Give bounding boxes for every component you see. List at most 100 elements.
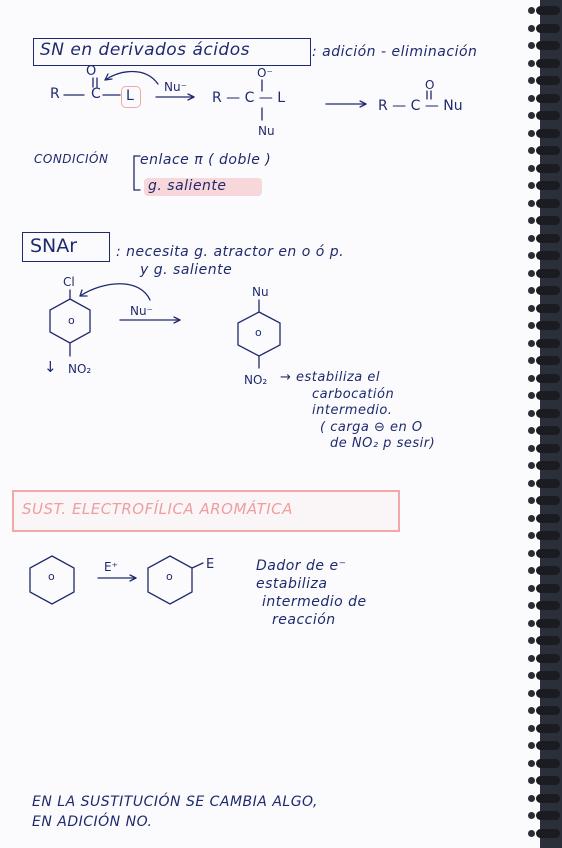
spiral-coil [536,181,560,190]
spiral-coil [536,636,560,645]
bond-E [191,562,204,569]
snar-product-bottom: NO₂ [244,373,268,387]
binding-hole [528,549,535,557]
spiral-coil [536,513,560,523]
binding-hole [528,322,535,329]
binding-hole [528,339,535,347]
spiral-coil [536,268,560,278]
spiral-coil [536,408,560,418]
condition-bracket [133,155,141,191]
binding-hole [528,287,535,294]
binding-hole [528,357,535,364]
binding-hole [528,602,535,609]
footer-line-1: EN LA SUSTITUCIÓN SE CAMBIA ALGO, [32,794,318,810]
binding-hole [528,24,535,32]
chemistry-sketch [29,70,432,605]
section1-subtitle: : adición - eliminación [312,44,478,60]
binding-hole [528,777,535,784]
reaction1-reagent: Nu⁻ [164,80,187,94]
spiral-coil [536,356,560,365]
spiral-coil [536,286,560,295]
spiral-coil [536,531,560,540]
binding-hole [528,234,535,242]
section2-title-box [22,232,110,262]
reactant-L: L [126,88,134,104]
spiral-coil [536,146,560,155]
binding-hole [528,812,535,819]
spiral-coil [536,93,560,103]
spiral-coil [536,758,560,768]
binding-hole [528,129,535,137]
reaction-arrow-1-head [187,93,195,101]
snar-explanation-2: carbocatión [312,387,395,402]
binding-hole [528,7,535,14]
binding-hole [528,269,535,277]
section2-note-1: : necesita g. atractor en o ó p. [116,244,345,260]
binding-hole [528,147,535,154]
snar-product-top: Nu [252,285,269,299]
sea-reagent: E⁺ [104,560,118,574]
spiral-coil [536,688,560,698]
spiral-coil [536,373,560,383]
binding-hole [528,724,535,732]
binding-hole [528,672,535,679]
snar-reaction-arrow-head [173,316,181,324]
snar-reactant-bottom: NO₂ [68,362,92,376]
binding-hole [528,217,535,224]
spiral-coil [536,828,560,838]
spiral-coil [536,583,560,593]
spiral-coil [536,128,560,138]
reactant-C: C [91,86,101,102]
spiral-coil [536,321,560,330]
curved-arrow-snar [79,283,151,301]
spiral-coil [536,58,560,68]
snar-reactant-top: Cl [63,275,75,289]
reaction-arrow-2-head [359,100,367,108]
sea-product-ring [147,555,193,605]
spiral-coil [536,426,560,435]
binding-hole [528,444,535,452]
spiral-coil [536,706,560,715]
snar-reactant-ring-label: o [68,314,75,327]
binding-hole [528,77,535,84]
intermediate-Nu: Nu [258,124,275,138]
spiral-coil [536,41,560,50]
binding-hole [528,654,535,662]
notebook-edge [540,0,562,848]
binding-hole [528,199,535,207]
binding-hole [528,427,535,434]
spiral-coil [536,601,560,610]
binding-hole [528,42,535,49]
snar-explanation-3: intermedio. [312,403,393,418]
spiral-coil [536,461,560,470]
sea-reactant-ring-label: o [48,570,55,583]
binding-hole [528,59,535,67]
binding-hole [528,619,535,627]
binding-hole [528,584,535,592]
product-chain: R — C — Nu [378,98,463,114]
notebook-page: SN en derivados ácidos : adición - elimi… [12,38,478,830]
spiral-coil [536,338,560,348]
leaving-group-highlight [121,86,141,108]
sea-reactant-ring [29,555,75,605]
spiral-coil [536,653,560,663]
spiral-coil [536,198,560,208]
spiral-coil [536,671,560,680]
binding-hole [528,164,535,172]
spiral-coil [536,303,560,313]
curved-arrow-1-head [104,73,113,81]
binding-hole [528,94,535,102]
spiral-coil [536,443,560,453]
binding-hole [528,532,535,539]
binding-hole [528,759,535,767]
curved-arrow-snar-head [79,289,88,297]
snar-explanation-1: → estabiliza el [280,370,380,385]
spiral-coil [536,496,560,505]
spiral-coil [536,566,560,575]
binding-hole [528,304,535,312]
condition-2-highlight [144,178,262,196]
spiral-coil [536,233,560,243]
binding-hole [528,742,535,749]
binding-hole [528,707,535,714]
snar-explanation-4: ( carga ⊖ en O [320,420,423,435]
